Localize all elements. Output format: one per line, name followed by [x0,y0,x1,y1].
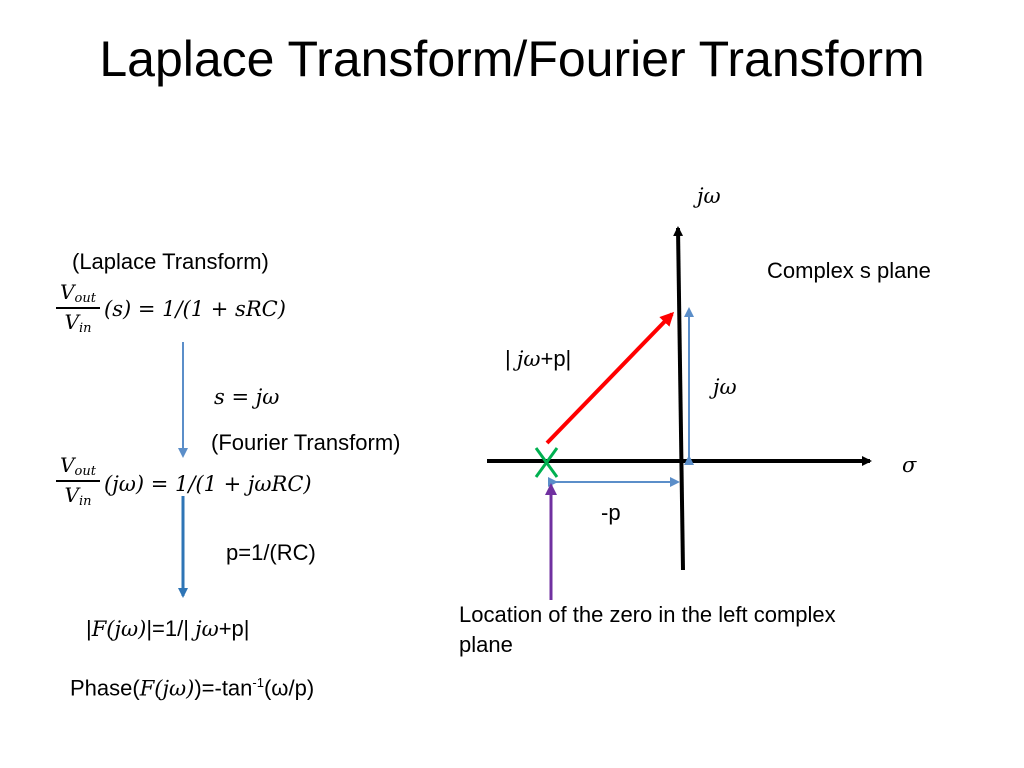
pole-definition: p=1/(RC) [226,540,316,565]
zero-caption-line1: Location of the zero in the left complex [459,602,836,627]
phase-part: (ω/p) [263,675,315,701]
vertical-component-label: jω [713,375,737,399]
magnitude-part: | [86,616,92,641]
fraction-denominator-sub: in [78,320,92,336]
horizontal-component-label: -p [601,500,621,525]
magnitude-part: |=1/| [146,616,196,641]
phase-part: Phase( [70,675,140,701]
vector-label: | jω+p| [505,346,571,372]
fraction-denominator-sub: in [78,493,92,509]
magnitude-equation: |F(jω)|=1/| jω+p| [86,616,250,642]
phase-part: )=-tan [194,675,253,701]
phase-part: F(jω) [139,676,195,701]
fraction-denominator: V [64,309,79,334]
zero-caption: Location of the zero in the left complex… [459,600,836,660]
fraction-numerator-sub: out [74,291,96,306]
zero-caption-line2: plane [459,632,513,657]
fraction-numerator: V [60,453,75,477]
laplace-label: (Laplace Transform) [72,249,269,274]
j-omega-axis-line [673,226,685,571]
substitution-label: s = jω [214,385,280,409]
j-omega-axis-label: jω [697,184,721,208]
magnitude-part: +p| [218,616,250,641]
phase-exponent: -1 [252,675,264,690]
vector-label-part: +p| [540,346,572,371]
magnitude-part: F(jω) [91,617,147,641]
fraction-numerator-sub: out [74,464,96,479]
zero-marker [534,447,559,478]
page-title: Laplace Transform/Fourier Transform [99,31,925,87]
vector-label-part: | [505,346,517,371]
fourier-rhs: (jω) = 1/(1 + jωRC) [104,472,312,496]
fraction-denominator: V [64,482,79,507]
vector-arrow [545,311,675,445]
magnitude-part: jω [195,617,219,641]
laplace-fraction: Vout Vin [56,280,100,336]
fourier-label: (Fourier Transform) [211,430,401,455]
complex-plane-label: Complex s plane [767,258,931,283]
phase-equation: Phase(F(jω))=-tan-1(ω/p) [70,675,314,701]
fourier-fraction: Vout Vin [56,453,100,509]
vector-label-part: jω [516,347,541,371]
sigma-axis-label: σ [902,453,917,477]
laplace-rhs: (s) = 1/(1 + sRC) [104,297,286,321]
fraction-numerator: V [60,280,75,304]
